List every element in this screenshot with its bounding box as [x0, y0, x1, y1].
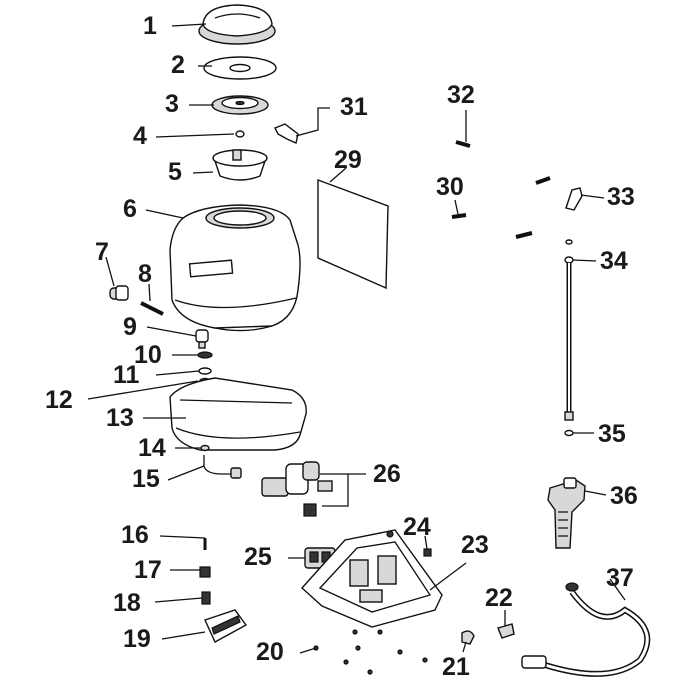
- part-8-pin: [140, 301, 164, 316]
- label-part-31: 31: [340, 93, 368, 121]
- part-21-clip: [461, 630, 475, 645]
- part-23-base-frame: [301, 529, 443, 628]
- label-part-15: 15: [132, 465, 160, 493]
- part-7-connector: [109, 285, 129, 301]
- part-10-washer: [197, 351, 213, 359]
- part-13-tray: [169, 377, 307, 451]
- part-11-o-ring: [198, 367, 212, 375]
- part-6-tank: [169, 204, 301, 332]
- label-part-1: 1: [143, 12, 157, 40]
- label-part-26: 26: [373, 460, 401, 488]
- part-29-gasket-plate: [317, 178, 389, 290]
- part-36-trigger-handle: [547, 477, 586, 549]
- label-part-32: 32: [447, 81, 475, 109]
- leader-lines: [87, 23, 626, 654]
- label-part-23: 23: [461, 531, 489, 559]
- part-17-clip: [199, 566, 211, 578]
- label-part-22: 22: [485, 584, 513, 612]
- part-18-switch: [201, 591, 211, 605]
- part-34-wand: [564, 239, 574, 421]
- label-part-29: 29: [334, 146, 362, 174]
- part-2-gasket: [203, 56, 277, 80]
- label-part-19: 19: [123, 625, 151, 653]
- part-15-hose: [203, 455, 242, 479]
- label-part-6: 6: [123, 195, 137, 223]
- part-26-pump-assembly: [261, 461, 333, 517]
- label-part-7: 7: [95, 238, 109, 266]
- part-1-cap: [198, 4, 276, 45]
- label-part-21: 21: [442, 653, 470, 681]
- part-5-filter-basket: [212, 149, 268, 181]
- label-part-4: 4: [133, 122, 147, 150]
- label-part-3: 3: [165, 90, 179, 118]
- part-24-nut: [386, 530, 432, 557]
- label-part-10: 10: [134, 341, 162, 369]
- label-part-9: 9: [123, 313, 137, 341]
- part-9-fitting: [195, 329, 209, 349]
- label-part-11: 11: [113, 361, 140, 389]
- label-part-17: 17: [134, 556, 162, 584]
- label-part-36: 36: [610, 482, 638, 510]
- label-part-2: 2: [171, 51, 185, 79]
- part-4-o-ring: [235, 130, 245, 138]
- label-part-14: 14: [138, 434, 166, 462]
- part-35-o-ring: [564, 429, 574, 437]
- label-part-34: 34: [600, 247, 628, 275]
- label-part-24: 24: [403, 513, 431, 541]
- label-part-5: 5: [168, 158, 182, 186]
- label-part-13: 13: [106, 404, 134, 432]
- label-part-35: 35: [598, 420, 626, 448]
- part-3-strainer: [211, 95, 269, 115]
- part-19-mount-plate: [204, 609, 248, 643]
- part-30-32-screws: [451, 140, 551, 239]
- label-part-12: 12: [45, 386, 73, 414]
- part-14-o-ring: [200, 444, 210, 452]
- part-22-clip: [497, 623, 515, 639]
- part-33-nozzle: [565, 187, 583, 211]
- part-37-hose: [521, 582, 651, 677]
- label-part-30: 30: [436, 173, 464, 201]
- label-part-8: 8: [138, 260, 152, 288]
- label-part-33: 33: [607, 183, 635, 211]
- label-part-16: 16: [121, 521, 149, 549]
- label-part-37: 37: [606, 564, 634, 592]
- label-part-20: 20: [256, 638, 284, 666]
- part-20-screws: [313, 629, 428, 675]
- label-part-25: 25: [244, 543, 272, 571]
- label-part-18: 18: [113, 589, 141, 617]
- part-31-bracket: [274, 123, 299, 144]
